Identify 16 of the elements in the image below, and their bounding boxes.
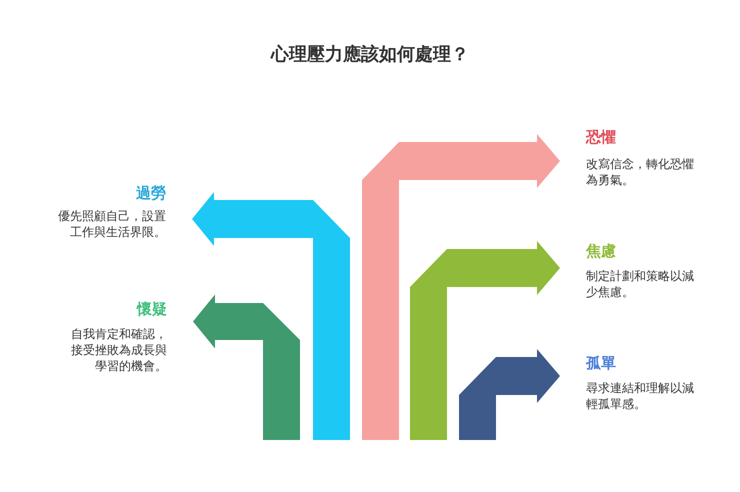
heading: 焦慮 bbox=[586, 242, 616, 260]
description: 改寫信念，轉化恐懼為勇氣。 bbox=[586, 156, 695, 188]
heading: 孤單 bbox=[586, 354, 616, 372]
heading: 恐懼 bbox=[586, 128, 616, 146]
bent-arrow bbox=[459, 349, 560, 440]
description: 優先照顧自己，設置工作與生活界限。 bbox=[57, 208, 166, 240]
title: 心理壓力應該如何處理？ bbox=[269, 43, 470, 66]
description: 制定計劃和策略以減少焦慮。 bbox=[586, 268, 695, 300]
bent-arrow bbox=[193, 294, 300, 440]
heading: 過勞 bbox=[136, 184, 166, 202]
bent-arrow bbox=[362, 134, 560, 440]
bent-arrow bbox=[410, 241, 560, 440]
description: 尋求連結和理解以減輕孤單感。 bbox=[586, 380, 695, 412]
description: 自我肯定和確認，接受挫敗為成長與學習的機會。 bbox=[70, 326, 167, 374]
bent-arrow bbox=[192, 192, 350, 440]
heading: 懷疑 bbox=[137, 300, 167, 318]
